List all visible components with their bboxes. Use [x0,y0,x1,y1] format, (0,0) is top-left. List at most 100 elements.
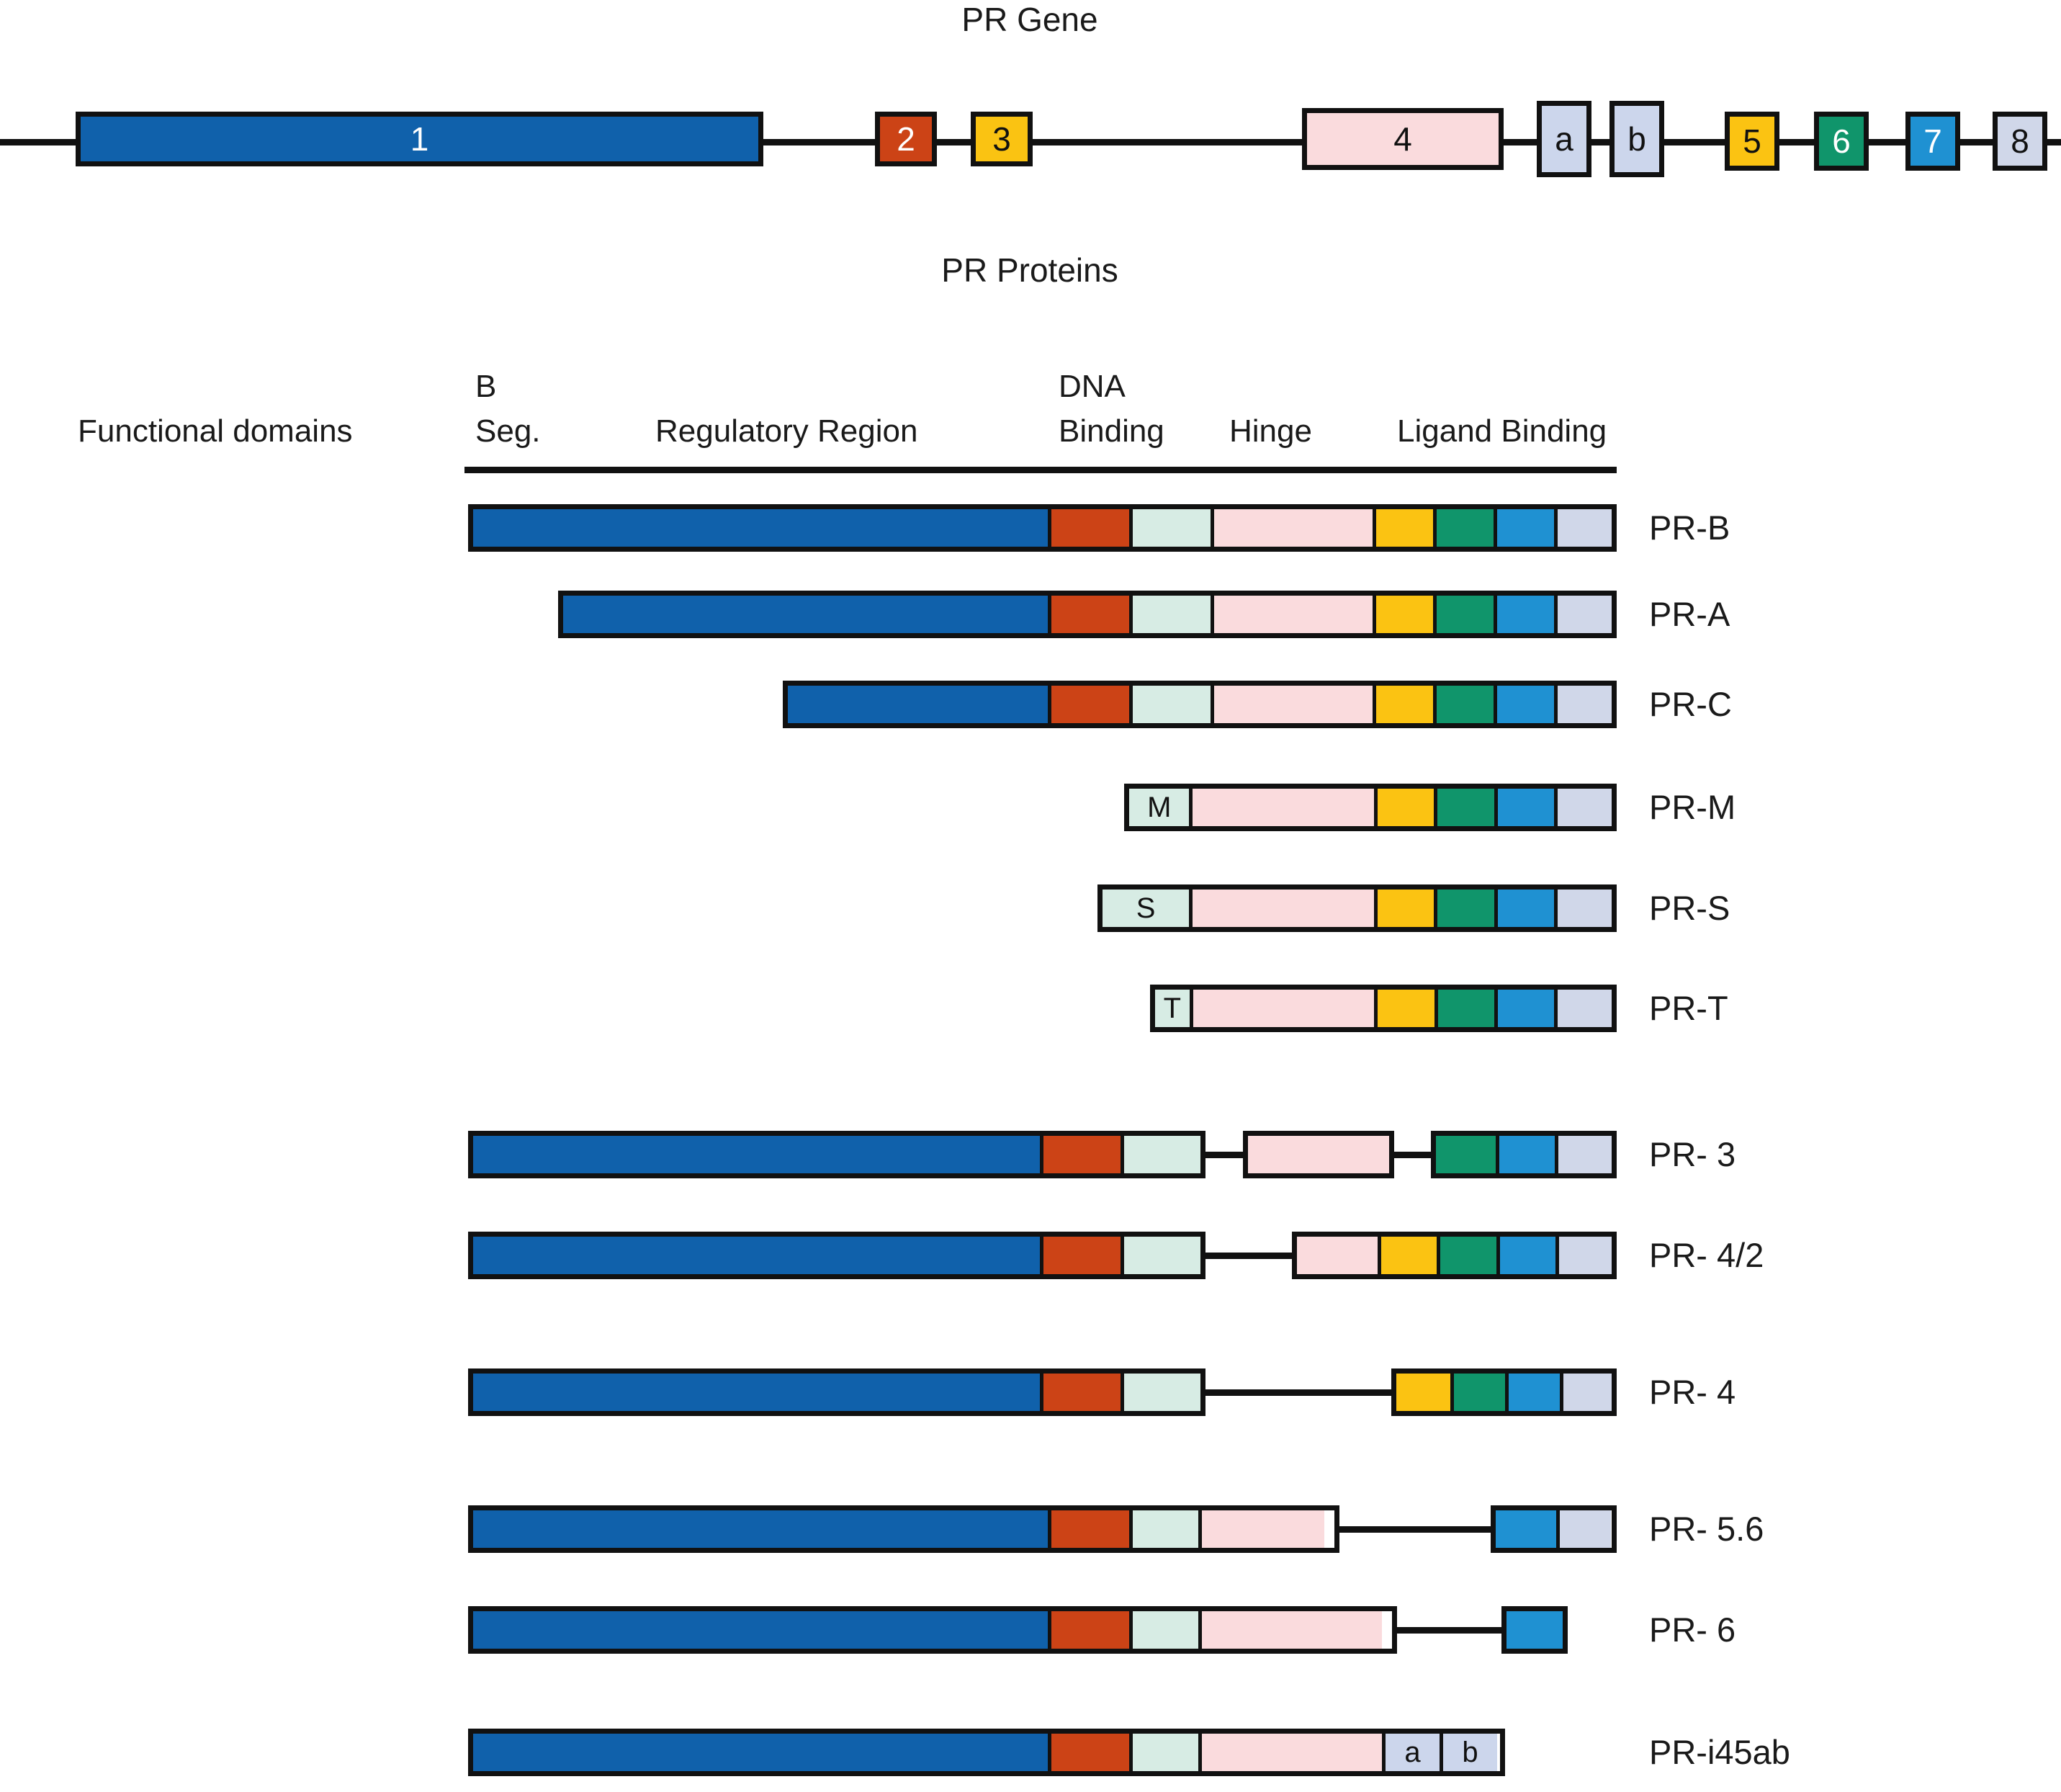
segment-exon5 [1374,990,1434,1027]
segment-exon3 [1129,596,1211,633]
segment-exon8 [1554,686,1612,723]
pr-m-segments: M [1124,784,1617,831]
protein-label-pr-5-6: PR- 5.6 [1649,1510,1764,1548]
segment-exon7 [1494,990,1555,1027]
protein-label-pr-m: PR-M [1649,788,1736,826]
pr-s-segments: S [1097,884,1617,932]
segment-exon7 [1496,1237,1555,1274]
gene-title: PR Gene [961,1,1098,38]
segment-exon-b: b [1440,1734,1497,1771]
functional-domains-row-label: Functional domains [78,413,353,449]
segment-exon8 [1554,990,1612,1027]
segment-exon5 [1396,1374,1451,1411]
gene-exon-8-label: 8 [2011,122,2029,160]
segment-exon3 [1120,1237,1201,1274]
segment-exon2 [1039,1374,1121,1411]
pr-6-segments-left [468,1606,1397,1654]
segment-exon4 [1297,1237,1378,1274]
segment-start-codon-m: M [1129,789,1190,826]
protein-label-pr-t: PR-T [1649,989,1728,1027]
domain-ligand-binding: Ligand Binding [1397,413,1607,449]
segment-exon7 [1494,686,1554,723]
segment-exon3 [1129,509,1211,547]
segment-exon1 [473,1374,1040,1411]
segment-exon-a: a [1382,1734,1440,1771]
splice-connector [1195,1152,1253,1158]
segment-exon-a-label: a [1404,1737,1421,1768]
segment-exon6 [1436,1136,1496,1173]
segment-exon8 [1554,789,1612,826]
start-codon-label: M [1147,792,1172,823]
segment-exon4 [1211,509,1373,547]
segment-exon7 [1494,596,1554,633]
protein-label-pr-c: PR-C [1649,685,1732,723]
segment-exon6 [1433,686,1494,723]
segment-exon4 [1189,890,1374,927]
pr-6-segments-right [1501,1606,1568,1654]
segment-exon1 [473,1734,1048,1771]
segment-exon6 [1433,509,1494,547]
splice-connector [1195,1389,1404,1396]
segment-exon1 [473,1136,1040,1173]
gene-exon-3[interactable]: 3 [971,112,1033,166]
domain-underline-rule [464,467,1617,473]
segment-exon5 [1373,890,1434,927]
segment-exon8 [1555,1136,1612,1173]
gene-exon-4[interactable]: 4 [1302,108,1504,170]
gene-exon-7[interactable]: 7 [1905,112,1960,171]
pr-3-segments-left [468,1131,1205,1178]
segment-exon8 [1555,1237,1612,1274]
gene-exon-1[interactable]: 1 [76,112,763,166]
segment-exon3 [1129,1611,1198,1649]
segment-exon7 [1507,1611,1563,1649]
segment-exon3 [1120,1136,1201,1173]
segment-exon2 [1048,596,1129,633]
pr-3-segments-mid [1243,1131,1394,1178]
segment-exon8 [1556,1510,1611,1548]
gene-exon-2[interactable]: 2 [875,112,937,166]
pr-4-segments-left [468,1368,1205,1416]
gene-exon-a[interactable]: a [1537,101,1591,177]
segment-exon5 [1378,1237,1437,1274]
segment-exon4 [1211,596,1373,633]
segment-exon8 [1554,596,1612,633]
segment-exon2 [1039,1136,1121,1173]
segment-exon8 [1554,509,1612,547]
splice-connector [1386,1627,1509,1634]
gene-exon-b[interactable]: b [1609,101,1664,177]
gene-exon-8[interactable]: 8 [1993,112,2047,171]
segment-exon1 [563,596,1048,633]
gene-exon-5[interactable]: 5 [1725,112,1779,171]
segment-exon8 [1554,890,1612,927]
domain-hinge: Hinge [1229,413,1312,449]
protein-label-pr-6: PR- 6 [1649,1610,1736,1649]
protein-label-pr-4: PR- 4 [1649,1373,1736,1411]
gene-exon-6-label: 6 [1832,122,1851,160]
segment-exon3 [1120,1374,1201,1411]
gene-exon-3-label: 3 [992,120,1011,158]
segment-exon4 [1211,686,1373,723]
domain-b-seg-line1: B [475,369,497,404]
segment-exon6 [1434,890,1494,927]
domain-regulatory-region: Regulatory Region [655,413,918,449]
splice-connector [1329,1526,1501,1533]
segment-exon7 [1494,789,1555,826]
segment-exon6 [1450,1374,1506,1411]
pr-b-segments [468,504,1617,552]
protein-label-pr-s: PR-S [1649,889,1730,927]
protein-label-pr-i45ab: PR-i45ab [1649,1733,1790,1771]
segment-exon1 [788,686,1048,723]
segment-exon-b-label: b [1462,1737,1478,1768]
segment-exon6 [1434,789,1494,826]
segment-exon5 [1373,509,1433,547]
gene-exon-5-label: 5 [1743,122,1761,160]
segment-exon1 [473,1510,1048,1548]
gene-exon-6[interactable]: 6 [1814,112,1869,171]
domain-b-seg-line2: Seg. [475,413,541,449]
gene-exon-a-label: a [1555,120,1573,158]
segment-exon4 [1189,990,1375,1027]
segment-exon7 [1494,890,1555,927]
segment-exon1 [473,1611,1048,1649]
segment-exon2 [1048,686,1129,723]
splice-connector [1383,1152,1440,1158]
